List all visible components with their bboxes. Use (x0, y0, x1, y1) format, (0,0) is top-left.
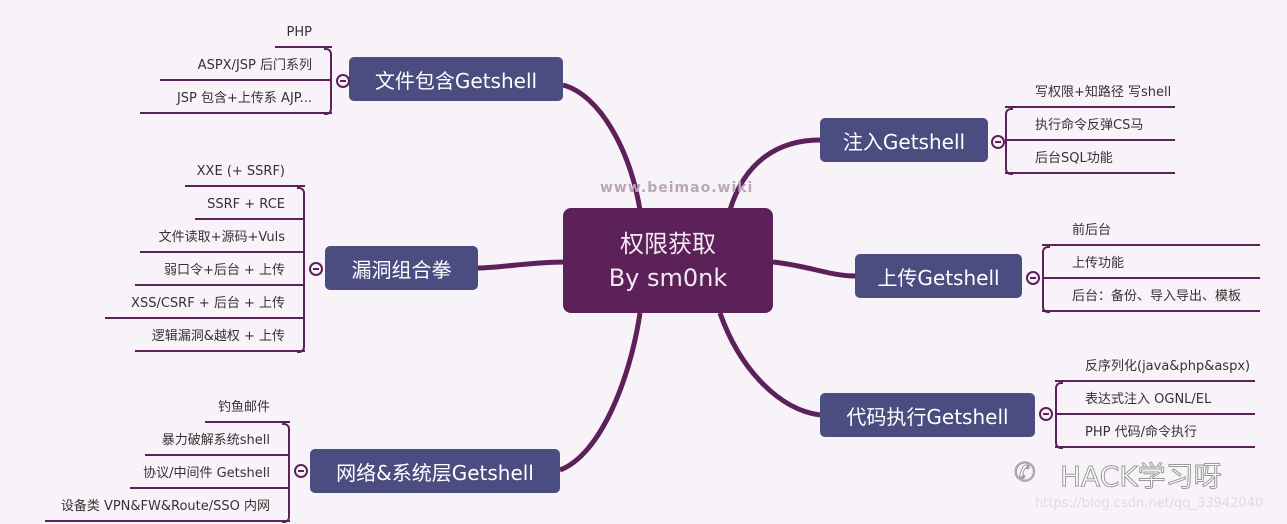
leaf-node[interactable]: 弱口令+后台 + 上传 (135, 256, 305, 286)
leaf-bracket (324, 48, 332, 115)
wechat-icon: ✆ (1014, 458, 1037, 489)
collapse-toggle-icon[interactable] (309, 262, 323, 276)
branch-connector (772, 259, 856, 279)
leaf-node[interactable]: 协议/中间件 Getshell (130, 459, 290, 489)
branch-connector (727, 137, 821, 211)
leaf-node[interactable]: SSRF + RCE (195, 190, 305, 220)
branch-connector (559, 312, 643, 473)
leaf-bracket (282, 423, 290, 523)
leaf-node[interactable]: 前后台 (1042, 216, 1260, 246)
leaf-node[interactable]: XXE (+ SSRF) (185, 157, 305, 187)
leaf-node[interactable]: PHP 代码/命令执行 (1055, 418, 1255, 448)
leaf-node[interactable]: 钓鱼邮件 (205, 393, 290, 423)
collapse-toggle-icon[interactable] (294, 464, 308, 478)
leaf-node[interactable]: 设备类 VPN&FW&Route/SSO 内网 (45, 492, 290, 522)
branch-node[interactable]: 上传Getshell (855, 254, 1022, 298)
collapse-toggle-icon[interactable] (991, 135, 1005, 149)
leaf-bracket (1055, 382, 1063, 449)
leaf-bracket (1042, 246, 1050, 313)
watermark-url: https://blog.csdn.net/qq_33942040 (1035, 496, 1264, 511)
central-topic-title: 权限获取 (620, 229, 716, 258)
leaf-node[interactable]: 上传功能 (1042, 249, 1260, 279)
central-topic[interactable]: 权限获取 By sm0nk (563, 208, 773, 313)
leaf-node[interactable]: 文件读取+源码+Vuls (140, 223, 305, 253)
leaf-bracket (1005, 108, 1013, 175)
branch-node[interactable]: 代码执行Getshell (820, 393, 1035, 437)
leaf-node[interactable]: 表达式注入 OGNL/EL (1055, 385, 1255, 415)
branch-connector (717, 312, 821, 418)
branch-connector (477, 259, 566, 271)
leaf-node[interactable]: ASPX/JSP 后门系列 (160, 51, 332, 81)
leaf-node[interactable]: 执行命令反弹CS马 (1005, 111, 1175, 141)
central-topic-author: By sm0nk (608, 263, 728, 292)
leaf-node[interactable]: 后台SQL功能 (1005, 144, 1175, 174)
leaf-node[interactable]: PHP (275, 18, 332, 48)
branch-node[interactable]: 漏洞组合拳 (325, 246, 478, 290)
leaf-node[interactable]: 反序列化(java&php&aspx) (1055, 352, 1255, 382)
leaf-node[interactable]: 写权限+知路径 写shell (1005, 78, 1175, 108)
leaf-node[interactable]: 暴力破解系统shell (145, 426, 290, 456)
leaf-node[interactable]: XSS/CSRF + 后台 + 上传 (105, 289, 305, 319)
watermark-brand: HACK学习呀 (1060, 460, 1223, 494)
leaf-node[interactable]: JSP 包含+上传系 AJP... (140, 84, 332, 114)
leaf-node[interactable]: 逻辑漏洞&越权 + 上传 (135, 322, 305, 352)
branch-node[interactable]: 文件包含Getshell (349, 57, 563, 101)
branch-node[interactable]: 网络&系统层Getshell (310, 449, 560, 493)
watermark-overlay: www.beimao.wiki (600, 180, 754, 196)
collapse-toggle-icon[interactable] (336, 74, 350, 88)
branch-node[interactable]: 注入Getshell (820, 118, 988, 162)
branch-connector (562, 82, 643, 211)
collapse-toggle-icon[interactable] (1039, 407, 1053, 421)
leaf-node[interactable]: 后台：备份、导入导出、模板 (1042, 282, 1260, 312)
collapse-toggle-icon[interactable] (1026, 271, 1040, 285)
leaf-bracket (297, 187, 305, 353)
